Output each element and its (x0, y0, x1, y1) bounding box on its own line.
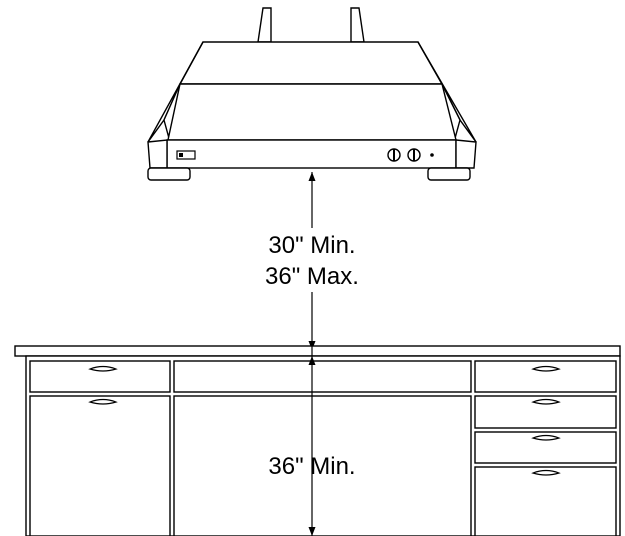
upper-clearance-min-label: 30" Min. (268, 232, 355, 259)
left-door (29, 395, 171, 536)
drawer-pull-icon (531, 469, 561, 476)
countertop (14, 345, 621, 357)
drawer-pull-icon (88, 398, 118, 405)
lower-dimension-line (308, 346, 316, 536)
drawer-pull-icon (88, 365, 118, 372)
hood-canopy-top (178, 41, 444, 85)
drawer-pulls (88, 365, 561, 476)
base-cabinets (25, 355, 621, 536)
left-top-drawer (29, 360, 171, 393)
indicator-dot-icon (430, 153, 434, 157)
right-drawer-1 (474, 360, 617, 393)
hood-foot-left (147, 167, 191, 181)
center-top-drawer (173, 360, 472, 393)
brand-badge-icon (176, 150, 196, 160)
drawer-pull-icon (531, 365, 561, 372)
range-hood (147, 7, 477, 181)
hood-canopy-front (167, 83, 457, 141)
drawer-pull-icon (531, 434, 561, 441)
center-door (173, 395, 472, 536)
upper-dimension-line (308, 172, 316, 350)
right-drawer-4 (474, 466, 617, 536)
hood-chimney-flange-right (350, 7, 365, 43)
hood-corner-right (455, 139, 477, 169)
drawer-pull-icon (531, 398, 561, 405)
hood-foot-right (427, 167, 471, 181)
lower-clearance-min-label: 36" Min. (268, 453, 355, 480)
upper-clearance-max-label: 36" Max. (265, 263, 359, 290)
hood-chimney-flange-left (257, 7, 272, 43)
hood-corner-left (147, 139, 168, 169)
